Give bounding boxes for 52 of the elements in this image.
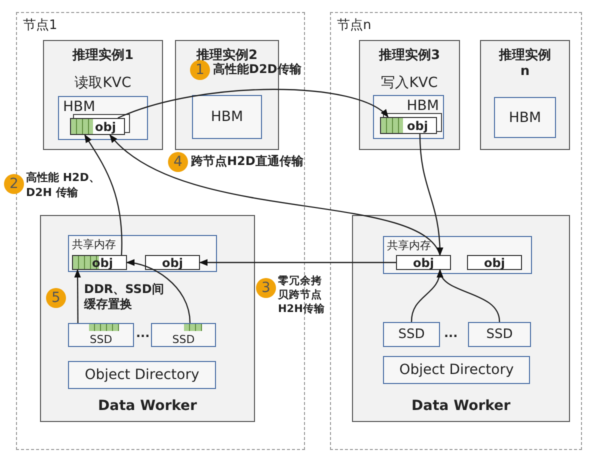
step-description: 高性能 H2D、D2H 传输	[26, 170, 101, 200]
object-block: obj	[145, 255, 200, 270]
hbm-box: HBM	[494, 97, 556, 138]
data-worker-box	[352, 215, 570, 422]
arrow	[118, 88, 389, 119]
instance-title: 推理实例2	[195, 46, 259, 63]
step-description: 零冗余拷贝跨节点 H2H传输	[278, 274, 326, 316]
data-worker-box	[40, 215, 255, 422]
hbm-box	[373, 95, 444, 139]
arrow	[419, 134, 444, 256]
hbm-box	[58, 96, 148, 140]
memory-label: 共享内存	[387, 238, 431, 253]
step-description: DDR、SSD间缓存置换	[84, 282, 165, 312]
node-title: 节点1	[23, 17, 58, 34]
object-block: obj	[467, 255, 522, 270]
worker-title: Data Worker	[410, 398, 512, 414]
ellipsis: ...	[444, 326, 458, 341]
step-number: 4	[168, 152, 188, 172]
step-number: 3	[256, 278, 276, 298]
memory-label: HBM	[63, 99, 96, 115]
node-title: 节点n	[337, 17, 372, 34]
arrow	[109, 134, 440, 256]
instance-box	[43, 40, 163, 150]
step-description: 跨节点H2D直通传输	[191, 154, 304, 169]
operation-text: 写入KVC	[380, 74, 439, 92]
arrow	[199, 259, 396, 266]
arrow	[438, 269, 500, 322]
object-directory-box: Object Directory	[68, 361, 216, 389]
ssd-box: SSD	[468, 322, 531, 347]
instance-title: 推理实例3	[378, 46, 442, 64]
object-directory-box: Object Directory	[383, 356, 530, 384]
shared-memory-box	[383, 236, 532, 274]
worker-title: Data Worker	[97, 398, 198, 414]
hbm-box: HBM	[192, 95, 262, 139]
instance-title: 推理实例 n	[498, 46, 552, 79]
ssd-box: SSD	[383, 322, 440, 347]
memory-label: HBM	[406, 98, 439, 114]
instance-title: 推理实例1	[71, 46, 135, 64]
ssd-box: SSD	[151, 323, 216, 347]
arrow	[126, 260, 191, 324]
instance-box	[359, 40, 460, 150]
arrow	[84, 134, 122, 256]
step-number: 2	[4, 174, 24, 194]
instance-box	[480, 40, 570, 150]
shared-memory-box	[68, 235, 217, 272]
arrow	[74, 269, 81, 323]
operation-text: 读取KVC	[74, 74, 132, 92]
memory-label: 共享内存	[72, 237, 116, 252]
node-frame	[330, 12, 582, 450]
ellipsis: ...	[136, 326, 150, 341]
ssd-box: SSD	[68, 323, 134, 347]
object-block: obj	[396, 255, 451, 270]
